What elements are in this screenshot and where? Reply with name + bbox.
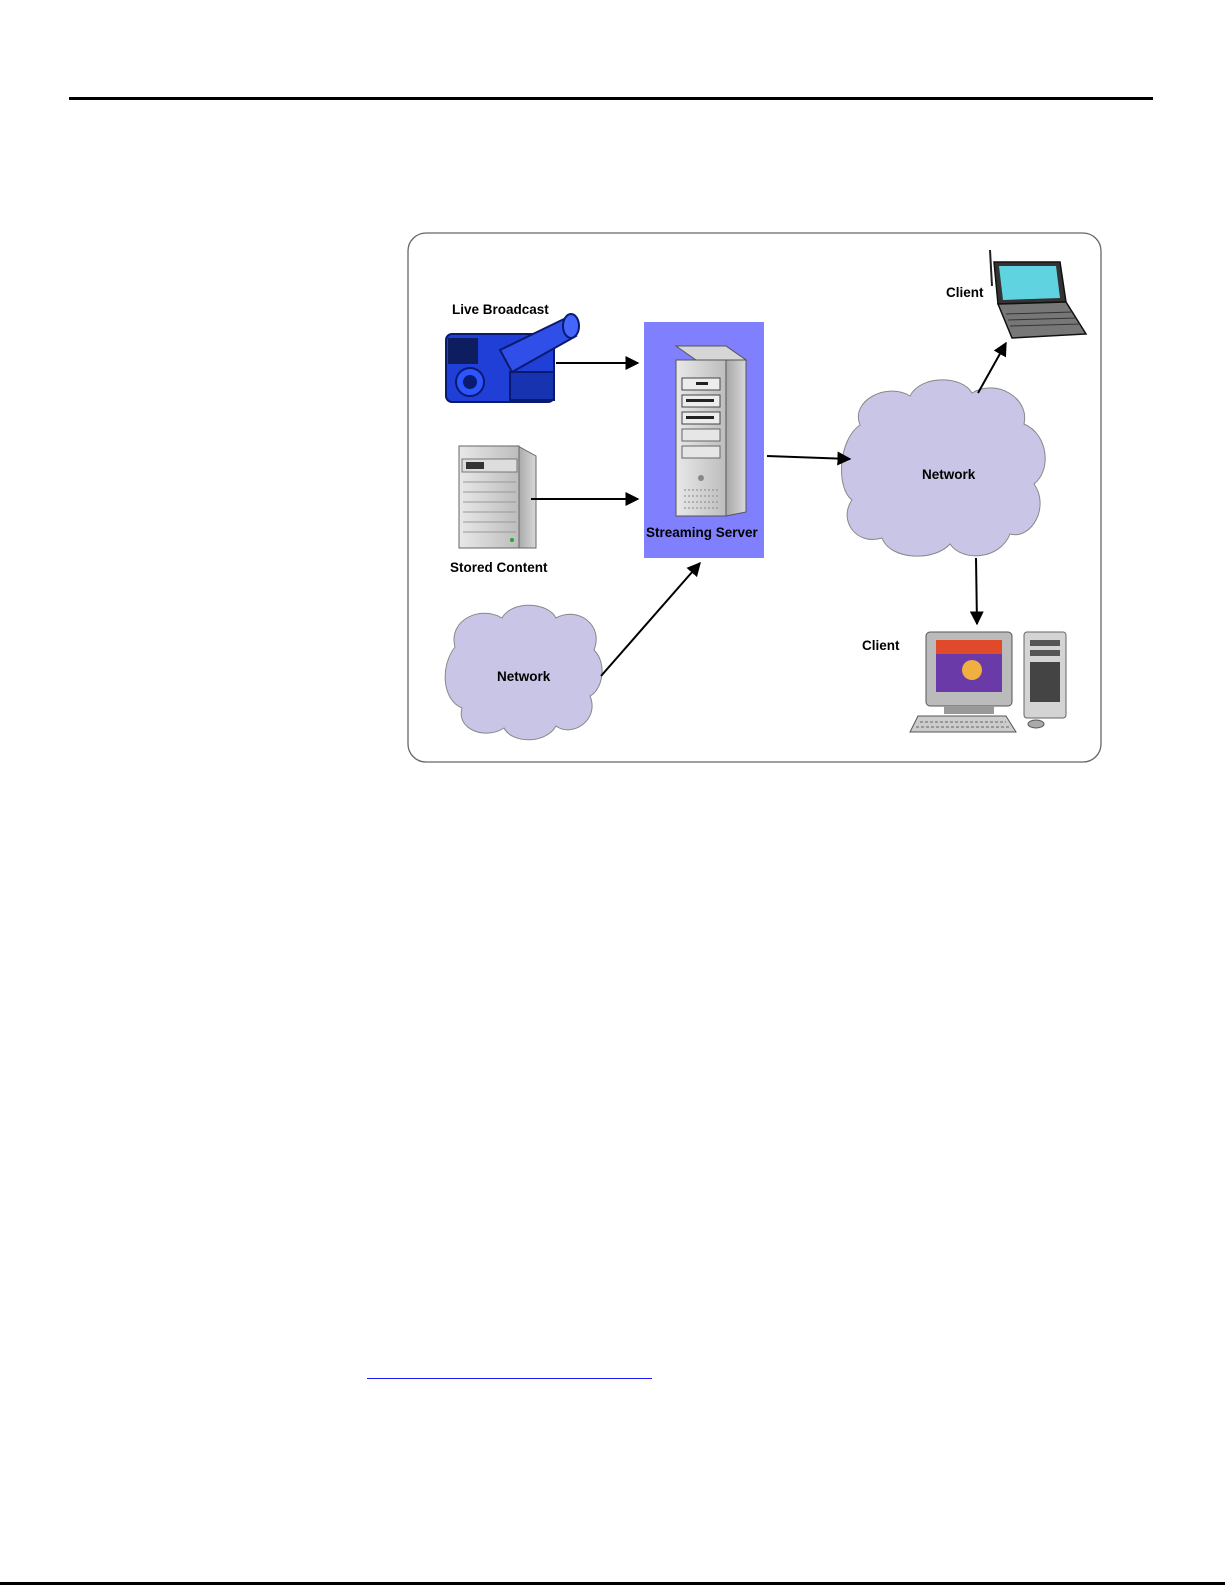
network-right-label: Network <box>922 467 976 482</box>
desktop-computer-icon <box>910 632 1066 732</box>
live-broadcast-label: Live Broadcast <box>452 302 549 317</box>
client-desktop-label: Client <box>862 638 900 653</box>
hyperlink-underline[interactable] <box>367 1378 652 1379</box>
network-left-label: Network <box>497 669 551 684</box>
client-laptop-label: Client <box>946 285 984 300</box>
tower-server-icon <box>676 346 746 516</box>
streaming-server-label: Streaming Server <box>646 525 759 540</box>
stored-content-label: Stored Content <box>450 560 548 575</box>
arrow-network-to-desktop <box>976 558 977 624</box>
storage-server-icon <box>459 446 536 548</box>
